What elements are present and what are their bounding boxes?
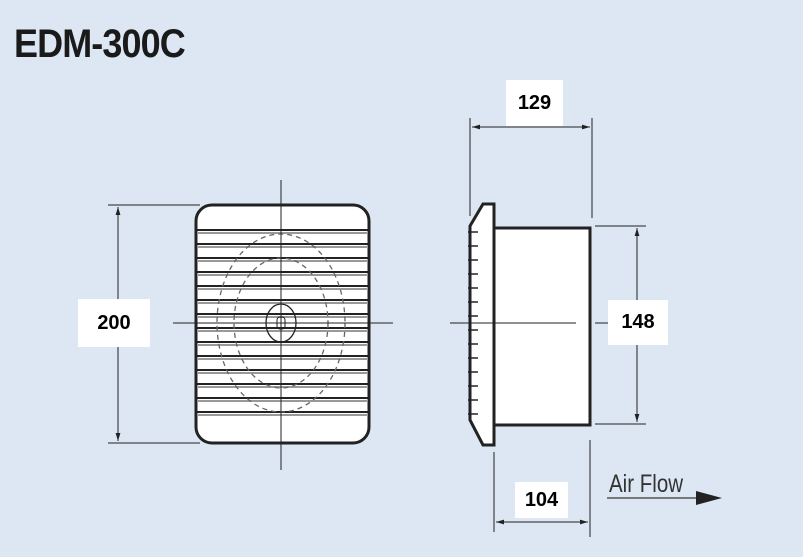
dimension-depth-total [469,118,593,218]
length-dimension-label: 104 [515,482,568,518]
dimension-duct-length [493,440,591,537]
diameter-dimension-label: 148 [608,300,668,345]
air-flow-label: Air Flow [609,470,684,498]
page-title: EDM-300C [14,22,186,66]
air-flow-arrow [607,491,722,505]
height-dimension-label: 200 [78,299,150,347]
side-view [450,202,610,447]
front-view [173,180,393,470]
depth-dimension-label: 129 [506,80,563,126]
